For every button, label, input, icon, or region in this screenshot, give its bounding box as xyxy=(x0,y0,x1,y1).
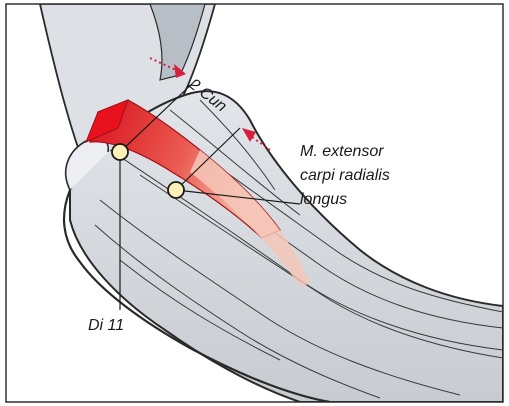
label-muscle-line2: carpi radialis xyxy=(300,167,390,184)
point-di11 xyxy=(112,144,128,160)
label-di11: Di 11 xyxy=(88,317,124,334)
label-muscle-line1: M. extensor xyxy=(300,143,384,160)
point-di10 xyxy=(168,182,184,198)
label-muscle-line3: longus xyxy=(300,191,347,208)
